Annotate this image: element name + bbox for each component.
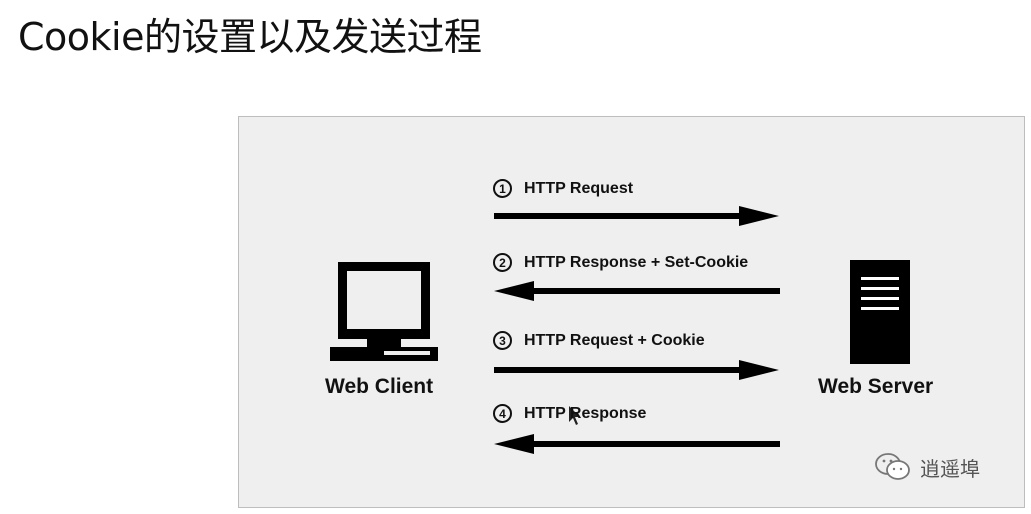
message-2: 2 HTTP Response + Set-Cookie [493,253,748,272]
watermark: 逍遥埠 [874,452,980,482]
message-text: HTTP Request + Cookie [524,331,705,349]
computer-icon [330,262,438,361]
arrow-response-4 [494,434,780,454]
step-number: 4 [493,404,512,423]
arrow-request-3 [494,360,779,380]
web-client-label: Web Client [325,375,434,398]
message-1: 1 HTTP Request [493,179,633,198]
step-number: 3 [493,331,512,350]
wechat-icon [875,453,910,480]
message-text: HTTP Request [524,179,634,197]
message-4: 4 HTTP Response [493,404,646,423]
message-3: 3 HTTP Request + Cookie [493,331,705,350]
message-text: HTTP Response + Set-Cookie [524,253,749,271]
watermark-text: 逍遥埠 [920,456,980,481]
cookie-flow-diagram [330,206,910,454]
web-server-label: Web Server [818,375,934,398]
arrow-response-2 [494,281,780,301]
diagram-panel: Web Client Web Server 1 HTTP Request 2 H… [238,116,1025,508]
step-number: 1 [493,179,512,198]
page-title: Cookie的设置以及发送过程 [18,15,482,59]
step-number: 2 [493,253,512,272]
server-icon [850,260,910,364]
message-text: HTTP Response [524,404,647,422]
arrow-request-1 [494,206,779,226]
mouse-cursor-icon [569,406,580,425]
